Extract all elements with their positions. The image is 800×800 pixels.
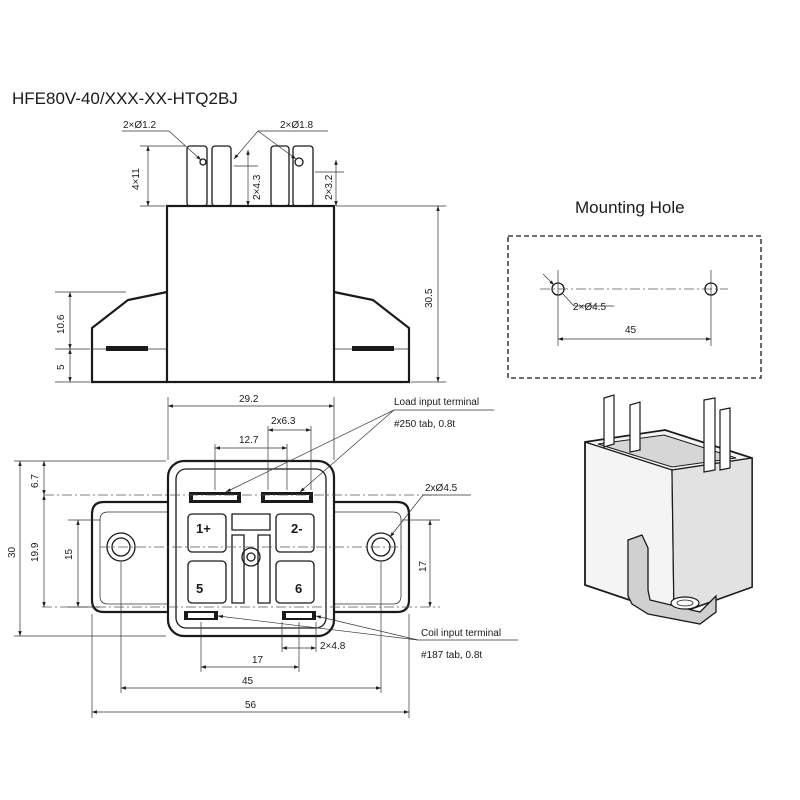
pin-hole-a-label: 2×Ø1.2 <box>123 120 157 131</box>
tab-a-label: 2×4.3 <box>252 174 263 200</box>
bottom-hole-label: 2xØ4.5 <box>425 483 458 494</box>
pin-label-1: 1+ <box>196 521 211 536</box>
height-label: 30.5 <box>424 288 435 308</box>
coil-terminal-spec: #187 tab, 0.8t <box>421 650 482 661</box>
load-terminal-label: Load input terminal <box>394 397 479 408</box>
side-flange-right <box>333 290 411 384</box>
mounting-hole-size-label: 2×Ø4.5 <box>573 302 607 313</box>
mounting-hole-frame <box>507 235 762 379</box>
side-view: 2×Ø1.2 2×Ø1.8 4×11 2×4.3 2×3.2 30.5 10.6… <box>55 120 446 384</box>
pin-length-label: 4×11 <box>131 168 142 190</box>
hole-offset-label: 17 <box>418 560 429 572</box>
iso-flange <box>627 534 717 625</box>
side-pin-1 <box>186 145 208 207</box>
center-boss <box>241 547 261 567</box>
body-width-label: 29.2 <box>239 394 259 405</box>
isometric-view <box>584 394 753 625</box>
side-pin-4 <box>292 145 314 207</box>
coil-tab-width-label: 2×4.8 <box>320 641 346 652</box>
mounting-hole-heading: Mounting Hole <box>575 198 685 217</box>
side-body <box>165 204 336 384</box>
pin-cell-5 <box>187 560 227 604</box>
bottom-flange-right <box>334 500 411 614</box>
load-terminal-spec: #250 tab, 0.8t <box>394 419 455 430</box>
bottom-body <box>166 459 336 638</box>
side-pin-2 <box>211 145 232 207</box>
load-pitch-label: 12.7 <box>239 435 259 446</box>
pin-cell-2 <box>275 513 315 553</box>
bottom-flange-left <box>90 500 168 614</box>
base-height-label: 5 <box>56 364 67 370</box>
tab-width-label: 2x6.3 <box>271 416 296 427</box>
height-outer-label: 19.9 <box>30 542 41 562</box>
overall-width-label: 56 <box>245 700 257 711</box>
pin-cell-1 <box>187 513 227 553</box>
coil-pitch-label: 17 <box>252 655 264 666</box>
mounting-hole-view: Mounting Hole 45 2×Ø4.5 <box>507 198 762 379</box>
pin-hole-large <box>294 157 304 167</box>
pin-label-2: 2- <box>291 521 303 536</box>
tab-b-label: 2×3.2 <box>324 174 335 200</box>
height-inner-label: 15 <box>64 548 75 560</box>
pin-cell-6 <box>275 560 315 604</box>
height-total-label: 30 <box>7 546 18 558</box>
pin-hole-b-label: 2×Ø1.8 <box>280 120 314 131</box>
pin-hole-small <box>199 158 207 166</box>
drawing-title: HFE80V-40/XXX-XX-HTQ2BJ <box>12 89 238 108</box>
bottom-view: 1+ 2- 5 6 29.2 2x6.3 12.7 Load input ter… <box>7 394 518 718</box>
coil-terminal-label: Coil input terminal <box>421 628 501 639</box>
hole-pitch-label: 45 <box>242 676 254 687</box>
pin-label-6: 6 <box>295 581 302 596</box>
flange-height-label: 10.6 <box>56 314 67 334</box>
side-flange-left <box>90 290 168 384</box>
top-offset-label: 6.7 <box>30 474 41 488</box>
side-pin-3 <box>270 145 290 207</box>
mounting-spacing-label: 45 <box>625 325 637 336</box>
pin-label-5: 5 <box>196 581 203 596</box>
